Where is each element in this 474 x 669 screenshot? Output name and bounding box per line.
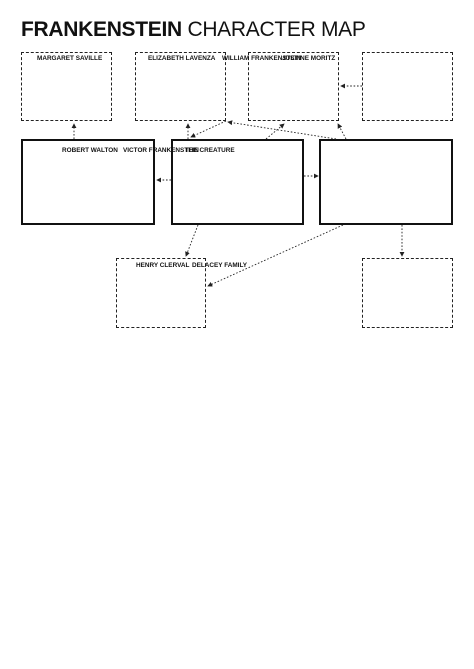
box-empty-bottom-right	[362, 258, 453, 328]
label-elizabeth-lavenza: ELIZABETH LAVENZA	[148, 55, 216, 62]
box-empty-top-right	[362, 52, 453, 121]
label-delacey-family: DELACEY FAMILY	[192, 262, 248, 269]
box-the-creature	[319, 139, 453, 225]
arrow-top-to-victor	[190, 120, 227, 138]
arrow-creature-to-elizabeth	[227, 120, 337, 140]
page-title: FRANKENSTEIN CHARACTER MAP	[21, 17, 366, 43]
box-margaret-saville	[21, 52, 112, 121]
label-robert-walton: ROBERT WALTON	[62, 147, 118, 154]
label-margaret-saville: MARGARET SAVILLE	[37, 55, 103, 62]
title-light: CHARACTER MAP	[187, 18, 366, 41]
arrow-creature-to-delacey	[207, 224, 344, 287]
box-elizabeth-lavenza	[135, 52, 226, 121]
box-william-justine	[248, 52, 339, 121]
label-justine-moritz: JUSTINE MORITZ	[282, 55, 336, 62]
label-william-frankenstein: WILLIAM FRANKENSTEIN	[222, 55, 302, 62]
box-henry-delacey	[116, 258, 206, 328]
label-henry-clerval: HENRY CLERVAL	[136, 262, 190, 269]
arrow-creature-to-william	[337, 123, 347, 140]
title-bold: FRANKENSTEIN	[21, 18, 182, 41]
box-robert-walton	[21, 139, 155, 225]
label-the-creature: THE CREATURE	[185, 147, 235, 154]
arrow-victor-to-henry	[185, 224, 199, 257]
box-victor-frankenstein	[171, 139, 304, 225]
label-victor-frankenstein: VICTOR FRANKENSTEIN	[123, 147, 199, 154]
arrow-victor-to-william	[265, 123, 285, 140]
